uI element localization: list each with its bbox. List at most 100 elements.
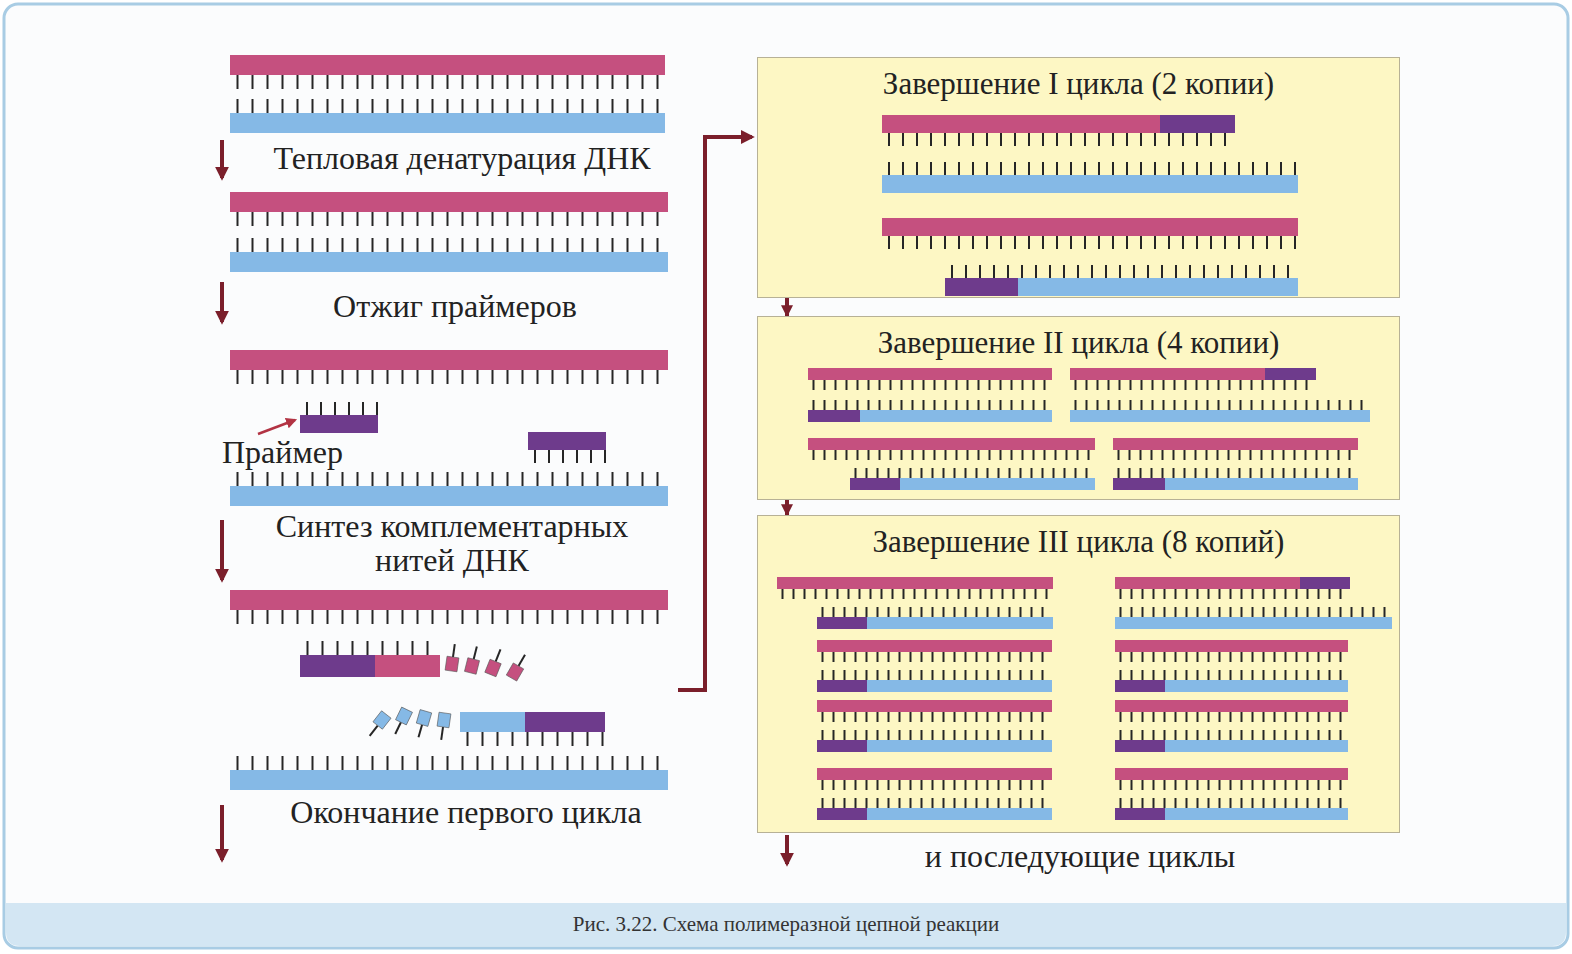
base-tick: [930, 162, 932, 175]
base-tick: [1000, 380, 1002, 390]
strand-segment: [230, 590, 668, 610]
base-tick: [376, 402, 378, 415]
base-tick: [492, 238, 494, 252]
base-tick: [890, 450, 892, 460]
strand-segment: [1115, 768, 1348, 780]
base-tick: [912, 450, 914, 460]
base-tick: [372, 99, 374, 113]
base-tick: [312, 756, 314, 770]
base-tick: [367, 641, 369, 655]
strand-segment: [230, 192, 668, 212]
base-tick: [477, 472, 479, 486]
base-tick: [1210, 162, 1212, 175]
base-tick: [432, 756, 434, 770]
base-tick: [1338, 468, 1340, 478]
base-tick: [657, 472, 659, 486]
base-tick: [846, 450, 848, 460]
base-tick: [522, 472, 524, 486]
base-tick: [910, 730, 912, 740]
base-tick: [866, 670, 868, 680]
base-tick: [868, 450, 870, 460]
base-tick: [1263, 730, 1265, 740]
base-tick: [910, 607, 912, 617]
base-tick: [462, 75, 464, 89]
base-tick: [1339, 400, 1341, 410]
base-tick: [921, 780, 923, 790]
base-tick: [1042, 607, 1044, 617]
base-tick: [936, 589, 938, 599]
base-tick: [1130, 380, 1132, 390]
base-tick: [1120, 780, 1122, 790]
base-tick: [1285, 798, 1287, 808]
dna-strand: [850, 468, 1095, 490]
base-tick: [453, 644, 455, 657]
strand-segment: [1300, 577, 1350, 589]
figure-frame: [4, 4, 1568, 948]
base-tick: [1153, 780, 1155, 790]
base-tick: [989, 380, 991, 390]
base-tick: [552, 756, 554, 770]
base-tick: [447, 370, 449, 384]
base-tick: [1184, 468, 1186, 478]
base-tick: [642, 99, 644, 113]
base-tick: [522, 610, 524, 624]
base-tick: [1250, 450, 1252, 460]
base-tick: [1208, 670, 1210, 680]
base-tick: [943, 652, 945, 662]
base-tick: [1033, 450, 1035, 460]
base-tick: [932, 730, 934, 740]
base-tick: [477, 370, 479, 384]
base-tick: [1044, 380, 1046, 390]
base-tick: [1056, 133, 1058, 146]
base-tick: [267, 370, 269, 384]
base-tick: [1263, 780, 1265, 790]
base-tick: [297, 99, 299, 113]
base-tick: [657, 238, 659, 252]
base-tick: [567, 756, 569, 770]
strand-segment: [300, 415, 378, 433]
base-tick: [932, 798, 934, 808]
base-tick: [1195, 468, 1197, 478]
base-tick: [855, 468, 857, 478]
strand-segment: [1160, 115, 1235, 133]
base-tick: [507, 756, 509, 770]
base-tick: [1147, 265, 1149, 278]
base-tick: [1208, 798, 1210, 808]
base-tick: [1285, 607, 1287, 617]
base-tick: [934, 450, 936, 460]
base-tick: [1000, 133, 1002, 146]
caption-slot: Рис. 3.22. Схема полимеразной цепной реа…: [0, 912, 1572, 937]
base-tick: [1318, 589, 1320, 599]
base-tick: [888, 798, 890, 808]
base-tick: [1285, 670, 1287, 680]
strand-segment: [230, 113, 665, 133]
base-tick: [1009, 652, 1011, 662]
base-tick: [899, 468, 901, 478]
strand-segment: [900, 478, 1095, 490]
base-tick: [492, 756, 494, 770]
base-tick: [1274, 652, 1276, 662]
base-tick: [1263, 798, 1265, 808]
base-tick: [1295, 380, 1297, 390]
base-tick: [627, 212, 629, 226]
base-tick: [1182, 133, 1184, 146]
dna-strand: [1115, 640, 1348, 662]
base-tick: [1263, 589, 1265, 599]
dna-strand: [817, 640, 1052, 662]
base-tick: [910, 780, 912, 790]
base-tick: [1252, 712, 1254, 722]
base-tick: [1140, 450, 1142, 460]
base-tick: [1224, 162, 1226, 175]
base-tick: [1263, 670, 1265, 680]
base-tick: [958, 589, 960, 599]
base-tick: [835, 400, 837, 410]
base-tick: [542, 732, 544, 746]
base-tick: [1274, 780, 1276, 790]
base-tick: [1230, 670, 1232, 680]
base-tick: [1174, 380, 1176, 390]
step-arrow: [220, 805, 224, 860]
base-tick: [1219, 798, 1221, 808]
base-tick: [1175, 652, 1177, 662]
base-tick: [910, 798, 912, 808]
